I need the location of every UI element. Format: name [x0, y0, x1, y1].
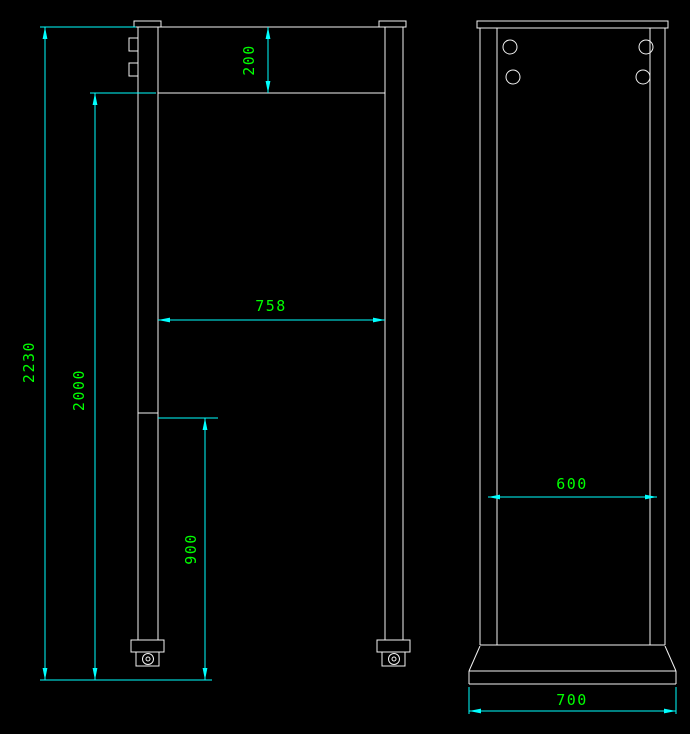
hinge-tab-lower: [128, 62, 139, 77]
left-post-cap: [133, 20, 162, 28]
dimension-label-inner-height: 2000: [70, 369, 88, 411]
mount-hole-icon: [638, 39, 654, 55]
dimension-inner-height: 2000: [70, 92, 156, 680]
dimension-label-inner-width: 758: [255, 297, 287, 315]
dimension-head-height: 200: [240, 27, 271, 93]
left-caster-bracket: [135, 651, 160, 667]
mount-hole-icon: [505, 69, 521, 85]
side-top-cap: [476, 20, 669, 29]
left-base-block: [130, 639, 165, 653]
dimension-base-width: 700: [468, 687, 677, 714]
mount-hole-icon: [635, 69, 651, 85]
left-caster-wheel-icon: [142, 653, 154, 665]
dimension-label-lower-section: 900: [182, 533, 200, 565]
left-caster-hub-icon: [145, 656, 151, 662]
dimension-label-head-height: 200: [240, 44, 258, 76]
dimension-label-total-height: 2230: [20, 341, 38, 383]
right-caster-hub-icon: [391, 656, 397, 662]
right-caster-wheel-icon: [388, 653, 400, 665]
side-view-dimensions: 600 700: [468, 475, 677, 714]
right-caster-bracket: [381, 651, 406, 667]
front-view: [128, 20, 411, 667]
front-view-dimensions: 2230 2000 200 758 900: [20, 26, 385, 681]
hinge-tab-upper: [128, 37, 139, 52]
base-skirt-right: [664, 645, 677, 672]
right-base-block: [376, 639, 411, 653]
right-post-cap: [378, 20, 407, 28]
dimension-total-height: 2230: [20, 26, 212, 681]
dimension-label-base-width: 700: [556, 691, 588, 709]
mount-hole-icon: [502, 39, 518, 55]
dimension-label-side-inner-width: 600: [556, 475, 588, 493]
base-skirt-left: [468, 645, 481, 672]
dimension-lower-section: 900: [158, 417, 218, 680]
side-view: [468, 20, 677, 685]
dimension-side-inner-width: 600: [488, 475, 657, 500]
dimension-inner-width: 758: [158, 297, 385, 323]
